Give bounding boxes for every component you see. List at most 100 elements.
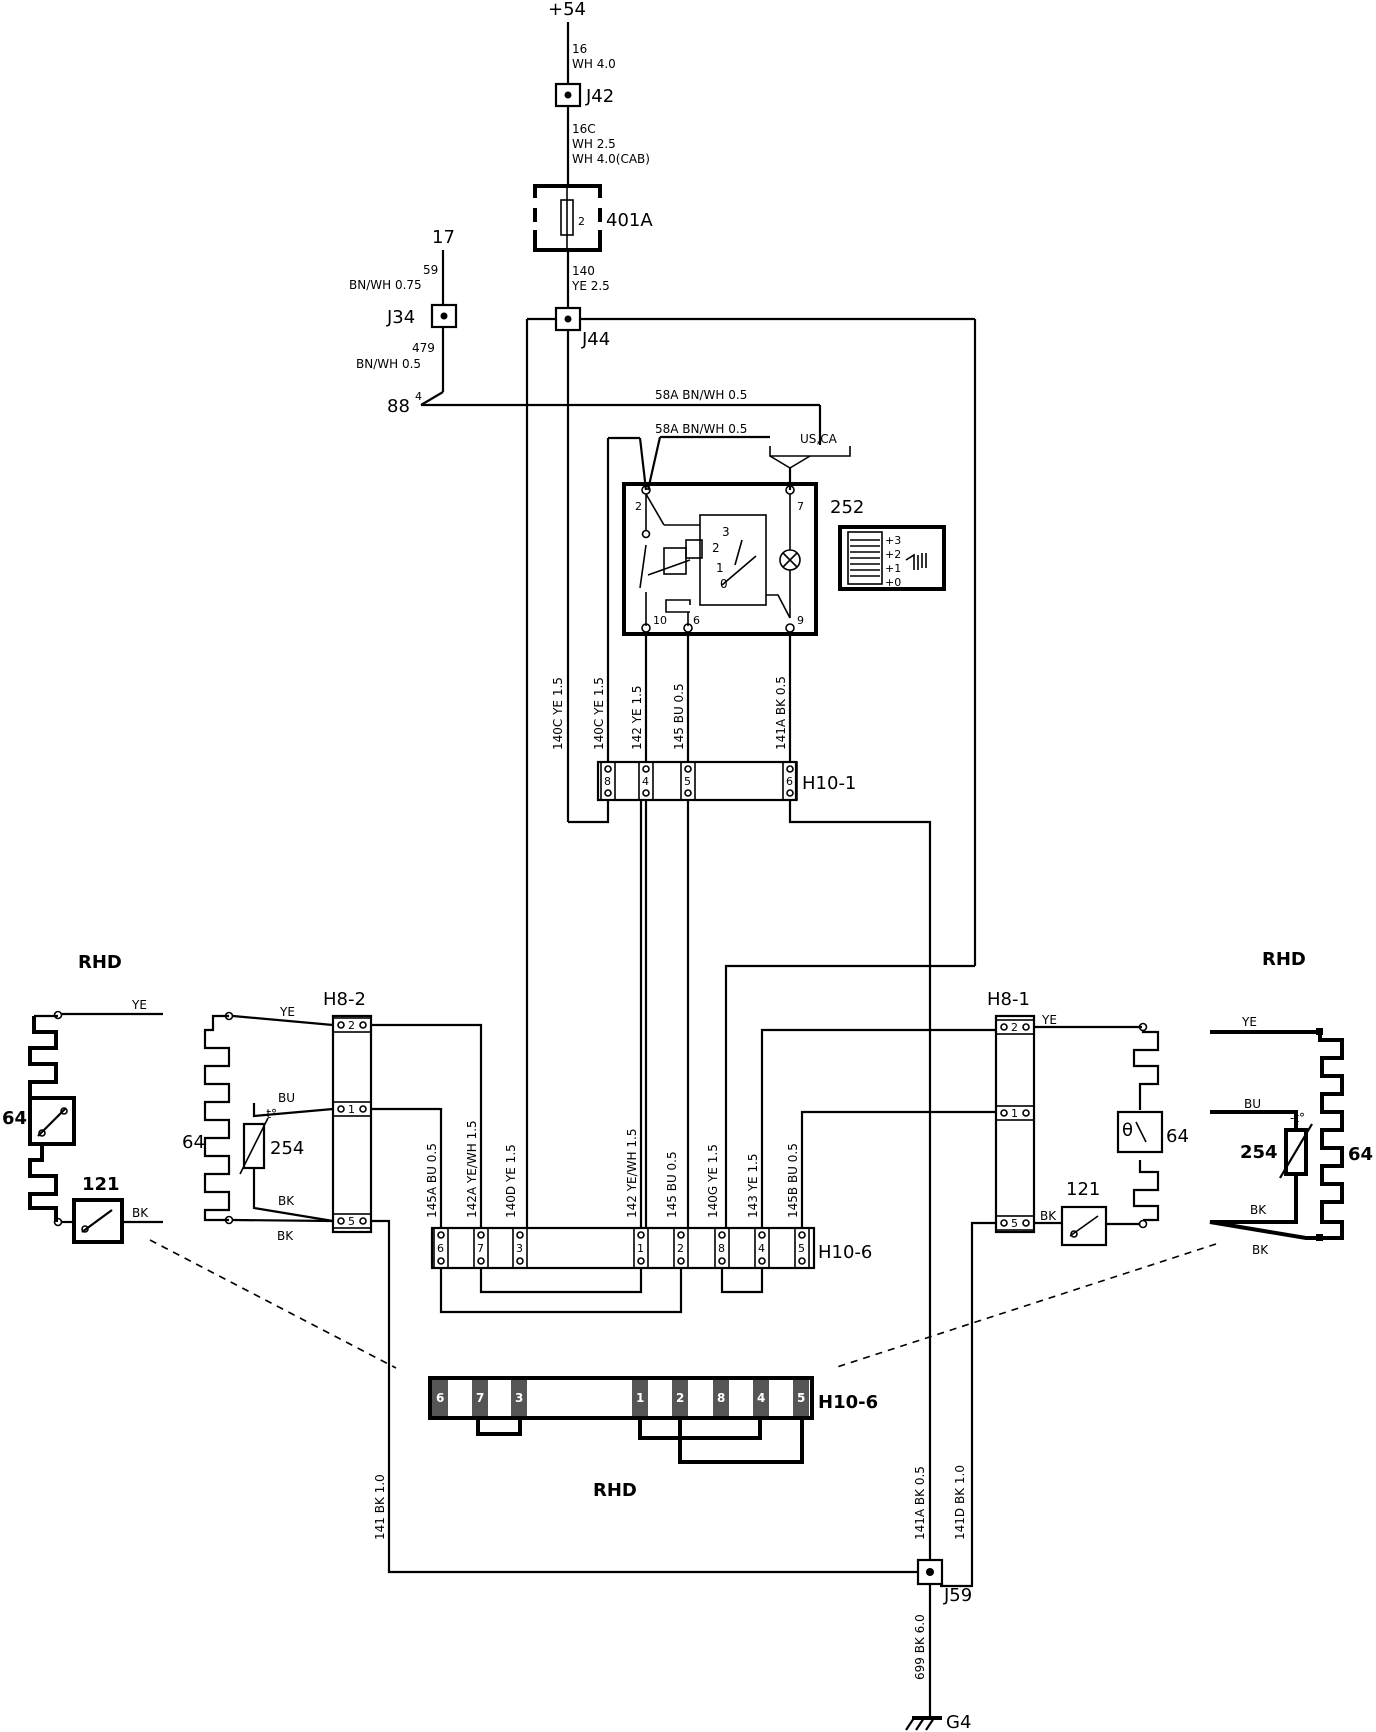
h10-6-rhd-pin-5: 5 (793, 1380, 809, 1416)
rhd-right-heater-label: 64 (1348, 1144, 1373, 1165)
right-bk-label: BK (1040, 1209, 1057, 1223)
rhd-left-heater-label: 64 (2, 1108, 27, 1129)
supply-label: +54 (548, 0, 586, 20)
wire-59-spec: BN/WH 0.75 (349, 278, 422, 292)
ground-label: G4 (946, 1712, 971, 1732)
wire-140-num: 140 (572, 264, 595, 278)
sw-pos-2: 2 (712, 541, 720, 555)
terminal-88: 88 (387, 396, 410, 417)
terminal-88-pin: 4 (415, 390, 422, 403)
seat-heater-left (203, 1014, 231, 1222)
thermo-symbol: θ (1122, 1120, 1133, 1141)
wire-16-num: 16 (572, 42, 587, 56)
wire-145b: 145 BU 0.5 (665, 1151, 679, 1218)
rhd-right-sensor-label: 254 (1240, 1142, 1278, 1163)
terminal-17: 17 (432, 227, 455, 248)
thermo-121-right-label: 121 (1066, 1179, 1100, 1200)
sensor-left-mark: -t° (262, 1107, 277, 1121)
panel-label-0: +0 (885, 576, 901, 589)
wire-141: 141 BK 1.0 (373, 1474, 387, 1540)
svg-text:1: 1 (348, 1103, 355, 1116)
wire-140c-b: 140C YE 1.5 (592, 677, 606, 750)
sw-pos-3: 3 (722, 525, 730, 539)
svg-text:2: 2 (676, 1391, 684, 1405)
svg-text:3: 3 (515, 1391, 523, 1405)
wire-479-num: 479 (412, 341, 435, 355)
sw-pin-2: 2 (635, 500, 642, 513)
svg-text:2: 2 (1011, 1021, 1018, 1034)
svg-text:8: 8 (718, 1242, 725, 1255)
wire-140d: 140D YE 1.5 (504, 1144, 518, 1218)
seat-heater-right (1132, 1030, 1160, 1222)
svg-text:1: 1 (1011, 1107, 1018, 1120)
rhd-right-heater (1318, 1032, 1344, 1240)
rhd-left-thermostat (28, 1096, 76, 1146)
ground-icon (905, 1716, 942, 1731)
wire-140g: 140G YE 1.5 (706, 1144, 720, 1218)
svg-text:7: 7 (476, 1391, 484, 1405)
svg-text:8: 8 (717, 1391, 725, 1405)
rhd-bottom-label: RHD (593, 1480, 637, 1501)
svg-text:6: 6 (437, 1242, 444, 1255)
connector-h10-1 (596, 760, 798, 802)
sensor-left-label: 254 (270, 1138, 304, 1159)
heater-left-label: 64 (182, 1132, 205, 1153)
h10-1-pin-8: 8 (600, 761, 616, 801)
wire-479-spec: BN/WH 0.5 (356, 357, 421, 371)
rhd-left-bk: BK (132, 1206, 149, 1220)
h10-6-rhd-pin-1: 1 (632, 1380, 648, 1416)
connector-h10-6 (430, 1226, 816, 1270)
wire-16-spec: WH 4.0 (572, 57, 616, 71)
left-bk2-label: BK (278, 1194, 295, 1208)
h10-6-rhd-pin-7: 7 (472, 1380, 488, 1416)
connector-h10-1-label: H10-1 (802, 773, 856, 794)
rhd-right-bu: BU (1244, 1097, 1261, 1111)
variant-label: US,CA (800, 432, 838, 446)
heater-right-label: 64 (1166, 1126, 1189, 1147)
left-bu-label: BU (278, 1091, 295, 1105)
h10-6-rhd-pin-6: 6 (432, 1380, 448, 1416)
junction-j34-label: J34 (386, 307, 415, 328)
right-ye-label: YE (1041, 1013, 1057, 1027)
h10-6-rhd-pin-2: 2 (672, 1380, 688, 1416)
wire-143: 143 YE 1.5 (746, 1153, 760, 1218)
junction-j59-label: J59 (943, 1585, 972, 1606)
wire-141a-2: 141A BK 0.5 (913, 1466, 927, 1540)
wire-145a: 145A BU 0.5 (425, 1143, 439, 1218)
connector-h10-6-rhd-label: H10-6 (818, 1392, 878, 1413)
h8-1-pin-1: 1 (995, 1105, 1035, 1121)
connector-h8-2 (331, 1014, 373, 1234)
sw-pin-7: 7 (797, 500, 804, 513)
fuse-pin: 2 (578, 215, 585, 228)
rhd-right-bk2: BK (1252, 1243, 1269, 1257)
connector-h10-6-rhd (428, 1376, 814, 1420)
wire-142a: 142A YE/WH 1.5 (465, 1120, 479, 1218)
panel-label-1: +1 (885, 562, 901, 575)
svg-text:6: 6 (436, 1391, 444, 1405)
wire-58a-top: 58A BN/WH 0.5 (655, 388, 747, 402)
sw-pin-9: 9 (797, 614, 804, 627)
left-bk-label: BK (277, 1229, 294, 1243)
svg-text:5: 5 (684, 775, 691, 788)
svg-text:8: 8 (604, 775, 611, 788)
svg-text:2: 2 (677, 1242, 684, 1255)
thermostat-right (1116, 1110, 1164, 1154)
wire-58a-low: 58A BN/WH 0.5 (655, 422, 747, 436)
h10-6-rhd-pin-8: 8 (713, 1380, 729, 1416)
h10-6-pin-3: 3 (512, 1227, 528, 1269)
panel-label-2: +2 (885, 548, 901, 561)
h10-6-rhd-pin-3: 3 (511, 1380, 527, 1416)
wire-16c-spec2: WH 4.0(CAB) (572, 152, 650, 166)
wire-16c-spec1: WH 2.5 (572, 137, 616, 151)
sw-pos-1: 1 (716, 561, 724, 575)
svg-text:2: 2 (348, 1019, 355, 1032)
h10-6-rhd-pin-4: 4 (753, 1380, 769, 1416)
sw-pin-10: 10 (653, 614, 667, 627)
wire-142b: 142 YE/WH 1.5 (625, 1129, 639, 1218)
wire-142: 142 YE 1.5 (630, 685, 644, 750)
svg-text:6: 6 (786, 775, 793, 788)
connector-h10-6-label: H10-6 (818, 1242, 872, 1263)
left-ye-label: YE (279, 1005, 295, 1019)
connector-h8-1 (994, 1014, 1036, 1234)
svg-text:3: 3 (516, 1242, 523, 1255)
